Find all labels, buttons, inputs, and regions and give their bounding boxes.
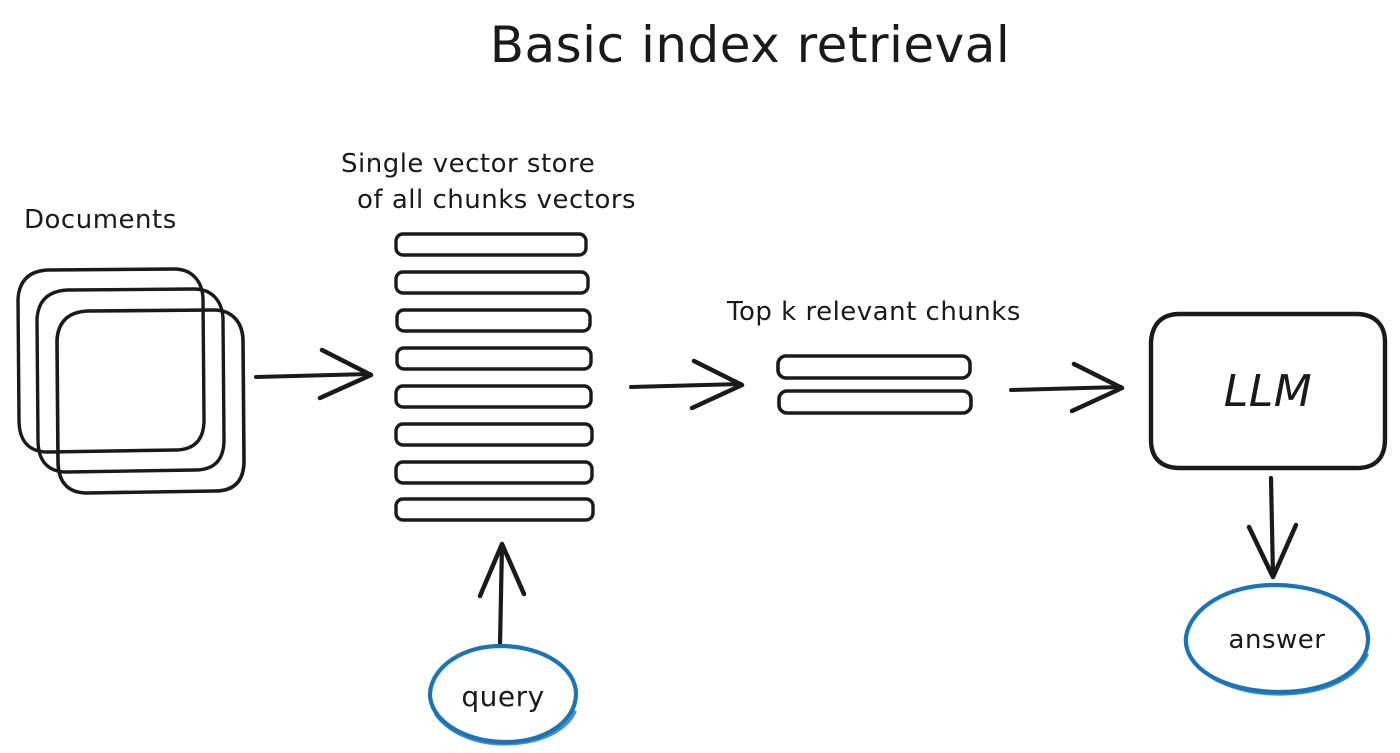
documents-label: Documents xyxy=(24,205,177,235)
vector-store-bar[interactable] xyxy=(394,460,594,485)
arrow-head xyxy=(317,347,374,401)
arrow-vector-store-to-chunks xyxy=(629,358,745,411)
vector-store-bar[interactable] xyxy=(394,270,590,295)
arrow-head xyxy=(1069,361,1125,414)
vector-store-stack[interactable] xyxy=(394,232,595,522)
document-sheet-middle xyxy=(35,287,226,474)
vector-store-bar[interactable] xyxy=(395,308,592,333)
query-ellipse-overstroke xyxy=(434,710,577,746)
arrow-chunks-to-llm xyxy=(1009,361,1125,414)
arrow-shaft xyxy=(629,382,743,389)
vector-store-bar[interactable] xyxy=(394,232,588,257)
document-sheet-back xyxy=(16,267,206,454)
query-label: query xyxy=(461,680,544,713)
arrow-shaft xyxy=(1268,475,1276,579)
arrow-shaft xyxy=(1009,385,1123,392)
vector-store-bar[interactable] xyxy=(395,346,593,371)
vector-store-bar[interactable] xyxy=(394,422,594,447)
arrow-shaft xyxy=(254,372,372,379)
retrieved-chunk-bar[interactable] xyxy=(777,389,973,415)
llm-label: LLM xyxy=(1224,366,1313,417)
diagram-title: Basic index retrieval xyxy=(490,16,1011,74)
answer-node[interactable]: answer xyxy=(1183,582,1371,696)
retrieved-chunks-group[interactable] xyxy=(776,354,973,415)
arrow-head xyxy=(1246,522,1299,580)
arrow-documents-to-vector-store xyxy=(254,347,374,401)
query-ellipse-outline[interactable] xyxy=(427,643,579,745)
arrow-llm-to-answer xyxy=(1246,475,1299,580)
arrow-query-to-vector-store xyxy=(477,541,527,648)
document-sheet-front xyxy=(55,308,246,495)
answer-ellipse-outline[interactable] xyxy=(1183,582,1371,695)
arrow-head xyxy=(477,541,527,599)
arrow-shaft xyxy=(497,542,505,648)
vector-store-bar[interactable] xyxy=(394,384,593,409)
answer-ellipse-overstroke xyxy=(1191,653,1369,696)
documents-stack[interactable] xyxy=(16,267,246,495)
retrieved-chunk-bar[interactable] xyxy=(776,354,972,380)
arrow-head xyxy=(689,358,745,411)
llm-box-outline[interactable] xyxy=(1148,311,1388,471)
vector-store-label-line1: Single vector store xyxy=(341,149,595,179)
vector-store-bar[interactable] xyxy=(394,497,595,522)
answer-label: answer xyxy=(1229,625,1326,655)
vector-store-label-line2: of all chunks vectors xyxy=(357,185,636,215)
top-k-chunks-label: Top k relevant chunks xyxy=(726,297,1021,327)
query-node[interactable]: query xyxy=(427,643,579,746)
llm-node[interactable]: LLM xyxy=(1148,311,1388,471)
